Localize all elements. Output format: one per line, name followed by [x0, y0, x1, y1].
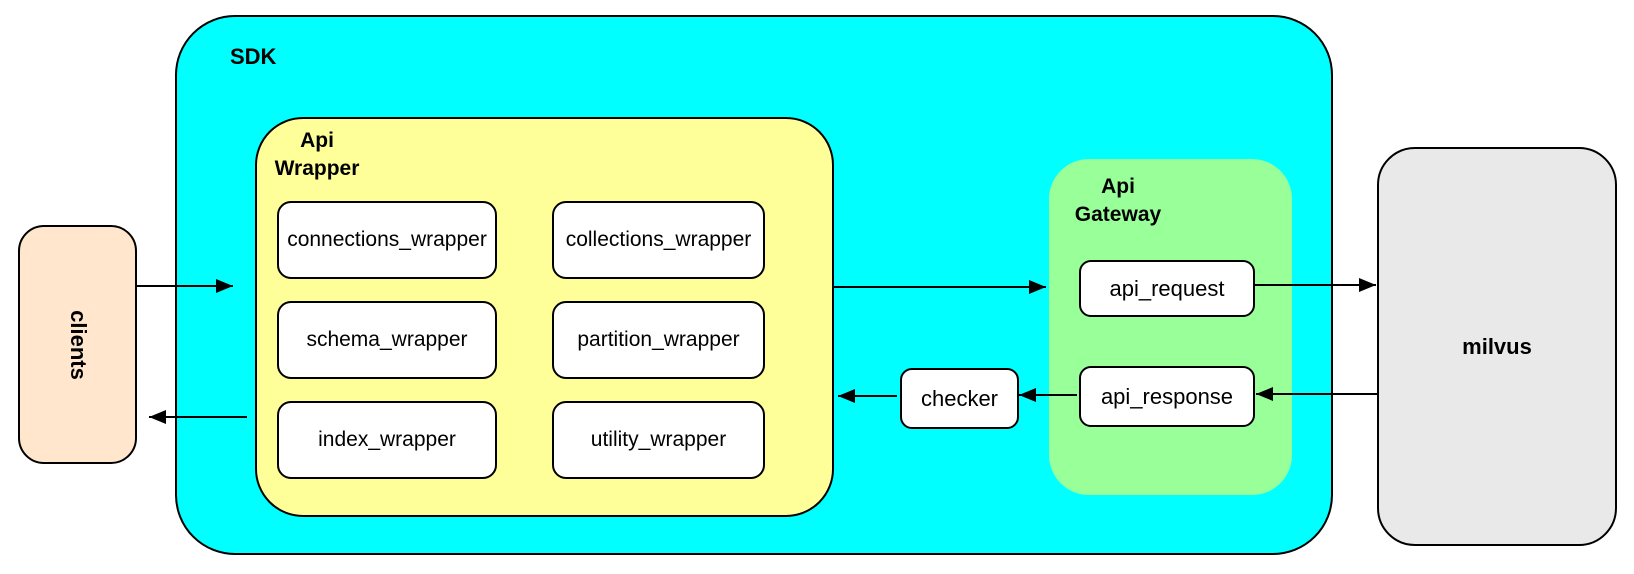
api-wrapper-container: Api Wrapper connections_wrapper collecti… — [255, 117, 834, 517]
node-clients: clients — [18, 225, 137, 464]
node-api-request: api_request — [1079, 260, 1255, 317]
api-wrapper-title-line2: Wrapper — [274, 157, 360, 180]
node-api-response: api_response — [1079, 366, 1255, 427]
sdk-label: SDK — [230, 44, 277, 69]
api-wrapper-title-line1: Api — [300, 129, 334, 152]
node-milvus: milvus — [1377, 147, 1617, 546]
api-gateway-title-line1: Api — [1101, 175, 1135, 198]
api-gateway-title: Api Gateway — [1057, 173, 1179, 229]
sdk-container: SDK Api Wrapper connections_wrapper coll… — [175, 15, 1333, 555]
node-connections-wrapper: connections_wrapper — [277, 201, 497, 279]
api-wrapper-title: Api Wrapper — [257, 127, 377, 183]
node-checker: checker — [900, 368, 1019, 429]
node-utility-wrapper: utility_wrapper — [552, 401, 765, 479]
api-gateway-title-line2: Gateway — [1074, 203, 1162, 226]
node-collections-wrapper: collections_wrapper — [552, 201, 765, 279]
node-schema-wrapper: schema_wrapper — [277, 301, 497, 379]
node-partition-wrapper: partition_wrapper — [552, 301, 765, 379]
node-index-wrapper: index_wrapper — [277, 401, 497, 479]
api-gateway-container: Api Gateway api_request api_response — [1049, 159, 1292, 495]
clients-label: clients — [65, 309, 91, 380]
